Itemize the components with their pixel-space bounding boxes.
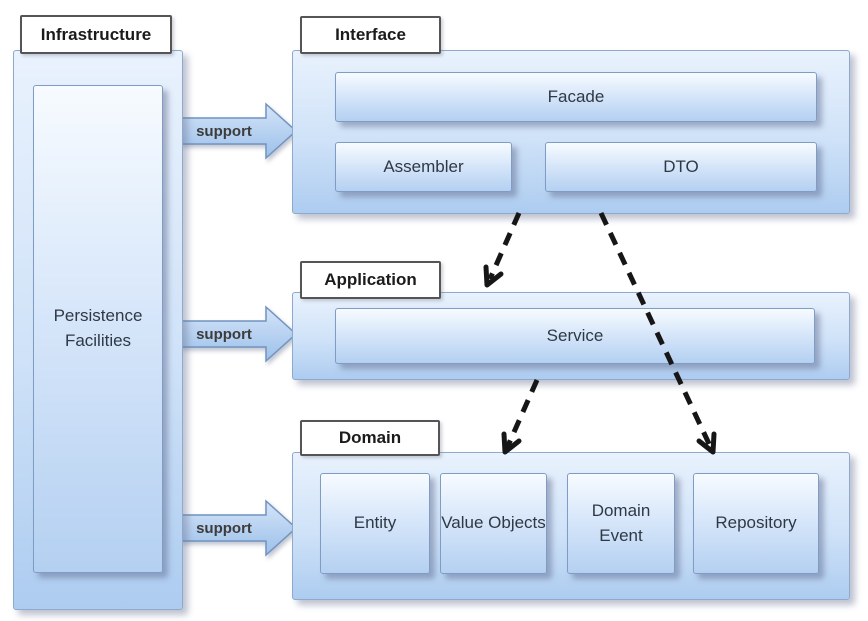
assembler-box: Assembler bbox=[335, 142, 512, 192]
persistence-facilities-box: Persistence Facilities bbox=[33, 85, 163, 573]
infrastructure-label: Infrastructure bbox=[20, 15, 172, 54]
facade-box: Facade bbox=[335, 72, 817, 122]
entity-box: Entity bbox=[320, 473, 430, 574]
support-arrow-top-label: support bbox=[196, 122, 252, 140]
application-label: Application bbox=[300, 261, 441, 299]
domain-label: Domain bbox=[300, 420, 440, 456]
interface-label: Interface bbox=[300, 16, 441, 54]
support-arrow-middle-label: support bbox=[196, 325, 252, 343]
support-arrow-bottom-label: support bbox=[196, 519, 252, 537]
value-objects-box: Value Objects bbox=[440, 473, 547, 574]
dashed-arrow-interface-to-service bbox=[483, 211, 522, 288]
dto-box: DTO bbox=[545, 142, 817, 192]
repository-box: Repository bbox=[693, 473, 819, 574]
dashed-arrow-service-to-domain bbox=[501, 378, 540, 455]
service-box: Service bbox=[335, 308, 815, 364]
domain-event-box: Domain Event bbox=[567, 473, 675, 574]
